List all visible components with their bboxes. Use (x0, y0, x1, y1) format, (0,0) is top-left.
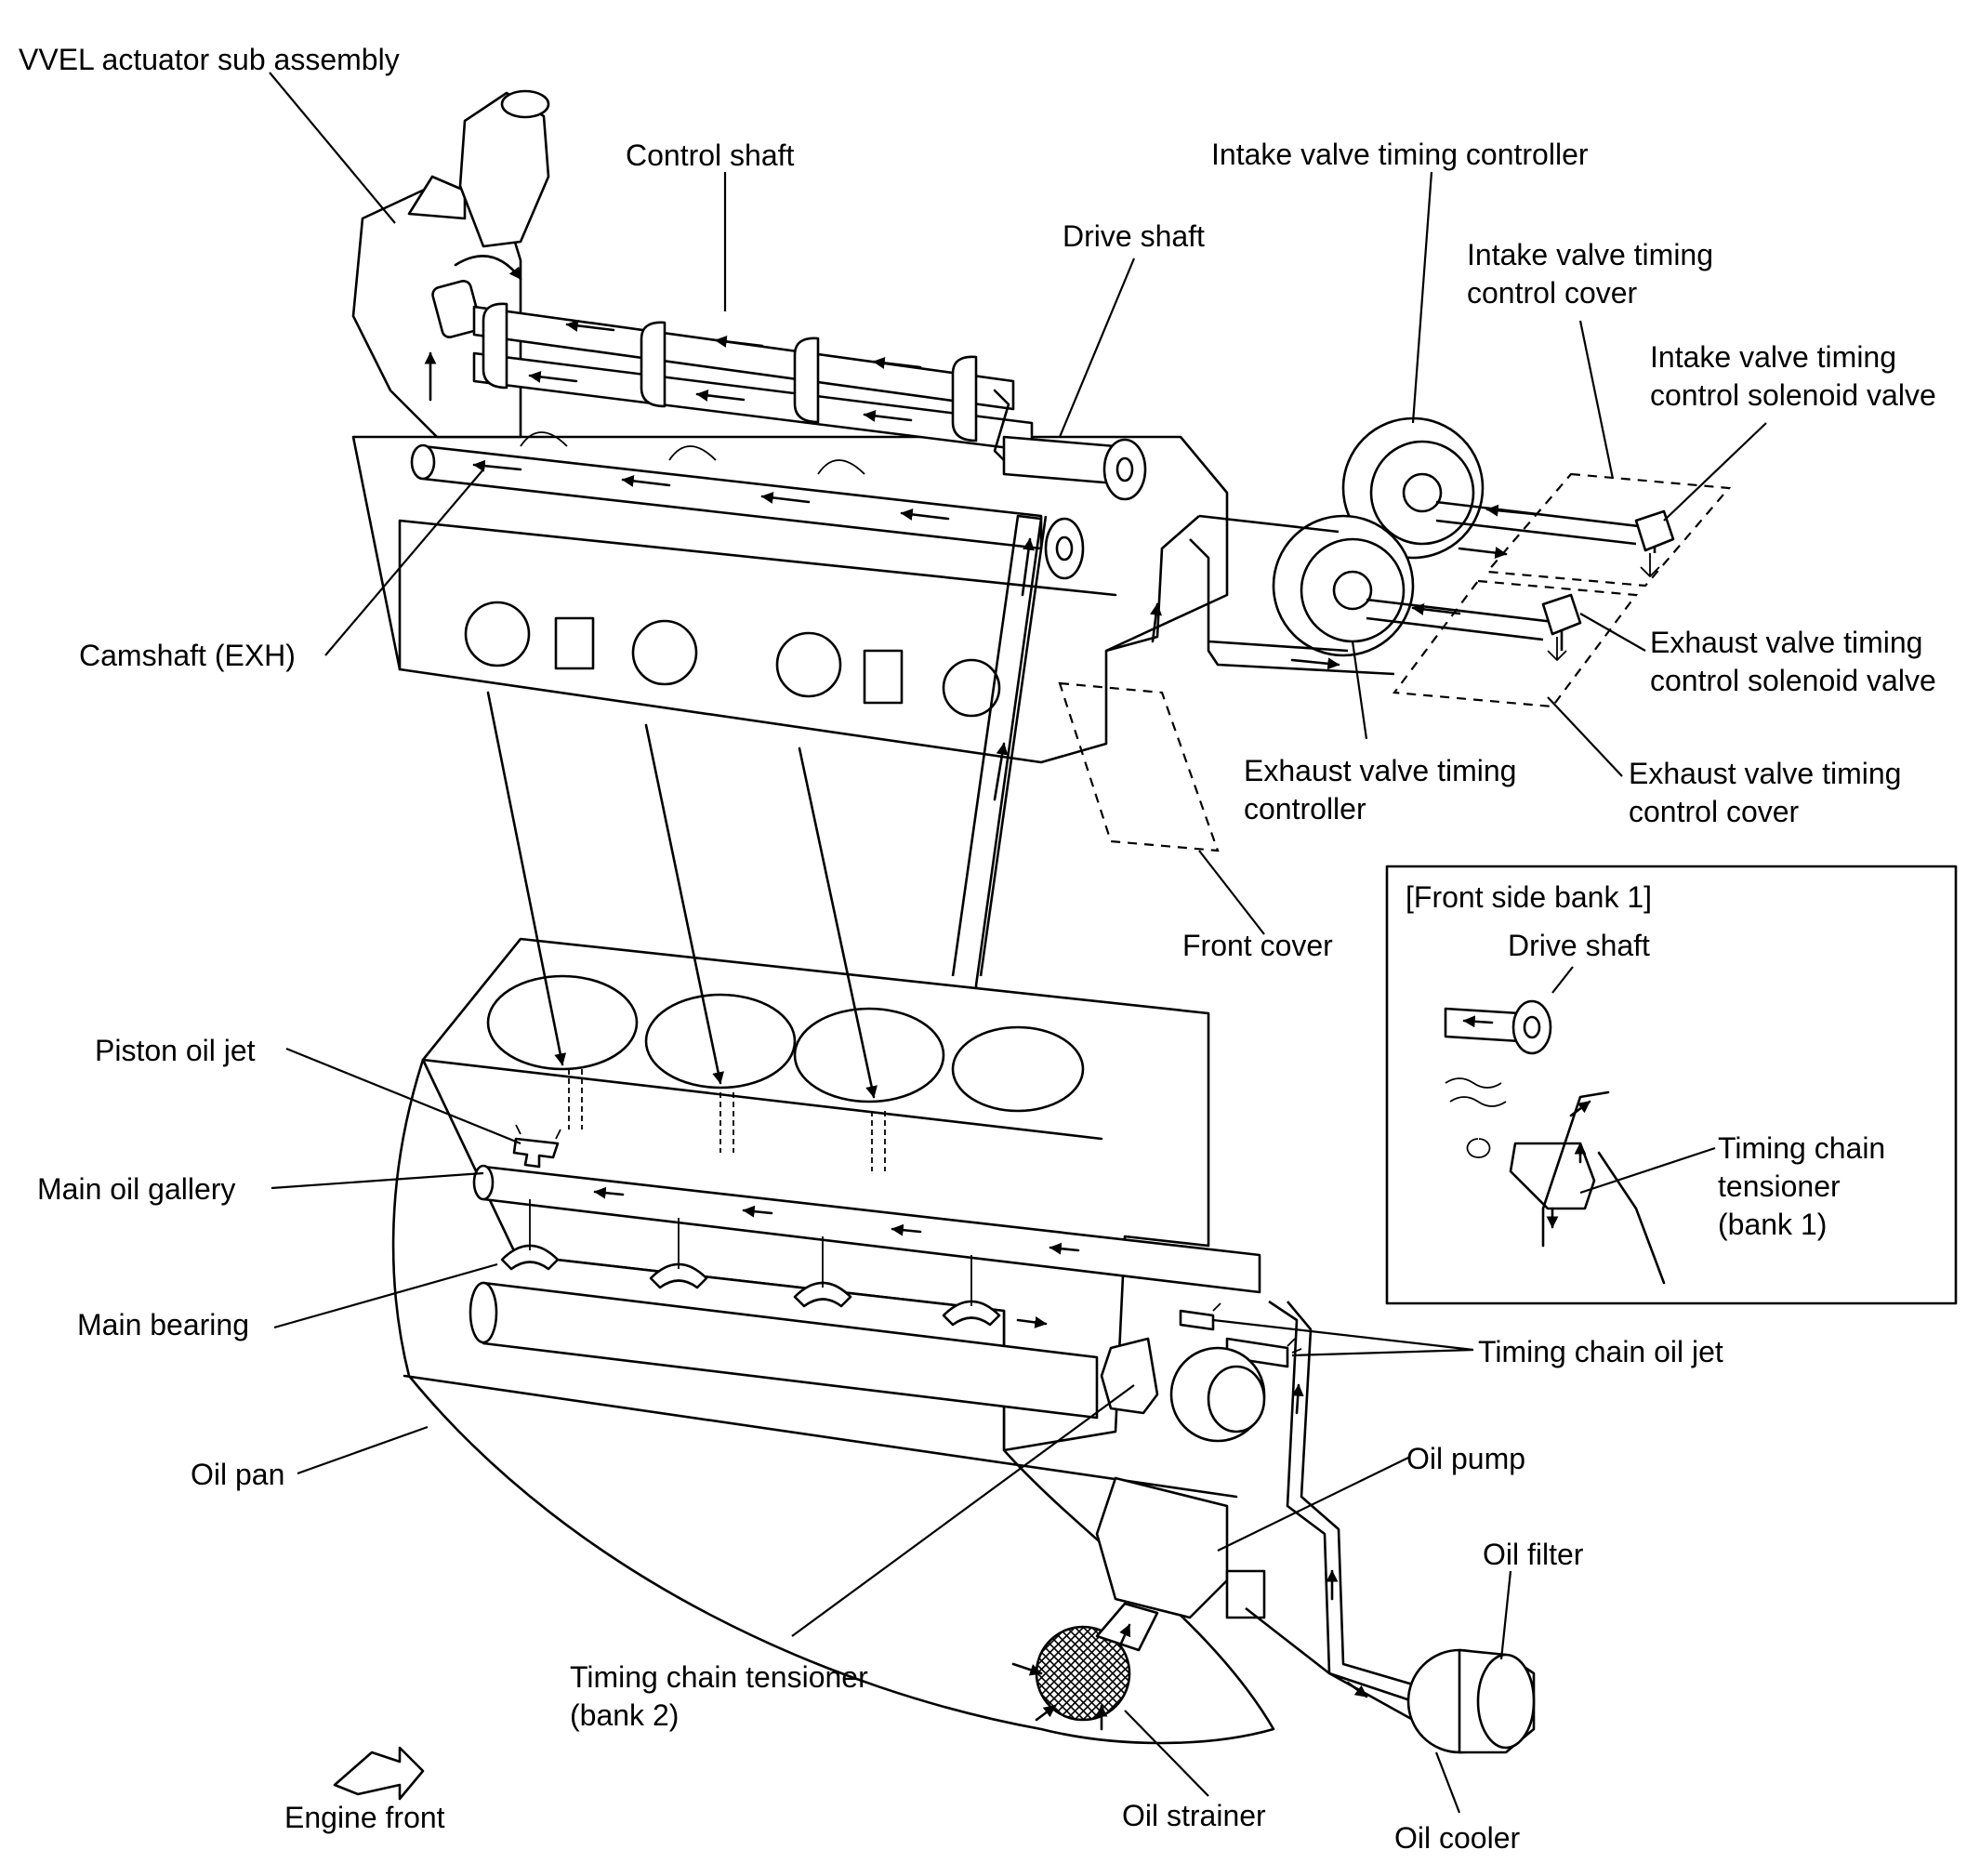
inset-tensioner-label-2: tensioner (1718, 1169, 1841, 1203)
label-piston-oil-jet: Piston oil jet (95, 1034, 256, 1067)
engine-front-arrow-icon (333, 1746, 425, 1801)
control-shaft (472, 302, 1052, 463)
inset-tensioner-label-3: (bank 1) (1718, 1208, 1827, 1241)
drive-shaft (1002, 435, 1147, 580)
leader-lines (269, 72, 1767, 1814)
label-main-bearing: Main bearing (77, 1308, 249, 1341)
label-exhaust-vtc-1: Exhaust valve timing (1244, 754, 1516, 787)
inset-title: [Front side bank 1] (1406, 880, 1652, 914)
inset-drive-shaft-label: Drive shaft (1508, 929, 1650, 962)
label-exhaust-vtc-sol-2: control solenoid valve (1650, 664, 1936, 697)
exhaust-vtc-cover (1392, 579, 1639, 708)
label-main-oil-gallery: Main oil gallery (37, 1172, 235, 1206)
label-oil-pan: Oil pan (191, 1458, 284, 1491)
label-tensioner-bank2-2: (bank 2) (570, 1698, 679, 1732)
label-timing-chain-oil-jet: Timing chain oil jet (1478, 1335, 1723, 1368)
main-oil-gallery (469, 1164, 1261, 1420)
exhaust-vtc-solenoid-valve (1541, 593, 1582, 661)
block-oil-passages (1245, 1300, 1423, 1722)
intake-vtc-cover (1485, 472, 1732, 588)
label-oil-strainer: Oil strainer (1122, 1799, 1266, 1832)
label-intake-vtc-sol-2: control solenoid valve (1650, 378, 1936, 412)
label-intake-vtc-cover-2: control cover (1467, 276, 1638, 310)
label-oil-filter: Oil filter (1483, 1538, 1584, 1571)
label-engine-front: Engine front (284, 1801, 445, 1834)
label-exhaust-vtc-cover-1: Exhaust valve timing (1629, 757, 1901, 790)
exhaust-valve-timing-controller (1272, 514, 1415, 657)
timing-chain-tensioner-bank2 (1100, 1337, 1266, 1443)
label-vvel-actuator: VVEL actuator sub assembly (19, 43, 400, 76)
head-to-block-arrows (486, 691, 878, 1099)
label-oil-pump: Oil pump (1406, 1442, 1525, 1475)
label-oil-cooler: Oil cooler (1394, 1821, 1521, 1855)
oil-strainer (1011, 1602, 1159, 1731)
main-bearings (500, 1199, 1001, 1327)
piston-oil-jet (512, 1124, 561, 1169)
label-front-cover: Front cover (1182, 929, 1333, 962)
intake-vtc-solenoid-valve (1634, 509, 1675, 577)
label-control-shaft: Control shaft (626, 139, 795, 172)
label-exhaust-vtc-2: controller (1244, 792, 1366, 826)
label-intake-vtc-sol-1: Intake valve timing (1650, 340, 1896, 374)
label-drive-shaft: Drive shaft (1063, 219, 1205, 253)
oil-pan (391, 1058, 1275, 1745)
label-intake-vtc-cover-1: Intake valve timing (1467, 238, 1713, 271)
front-cover (1058, 681, 1220, 852)
label-exhaust-vtc-sol-1: Exhaust valve timing (1650, 626, 1922, 659)
oil-filter (1406, 1648, 1536, 1754)
labels: VVEL actuator sub assembly Control shaft… (19, 43, 1936, 1855)
inset-front-side-bank1: [Front side bank 1] Drive shaft Timing c… (1385, 865, 1958, 1305)
label-exhaust-vtc-cover-2: control cover (1629, 795, 1800, 828)
cylinder-block (421, 937, 1210, 1452)
label-tensioner-bank2-1: Timing chain tensioner (570, 1660, 868, 1694)
label-intake-vtc: Intake valve timing controller (1211, 138, 1589, 171)
inset-tensioner-label-1: Timing chain (1718, 1131, 1885, 1165)
oil-pump (1095, 1476, 1266, 1619)
label-camshaft-exh: Camshaft (EXH) (79, 639, 296, 672)
